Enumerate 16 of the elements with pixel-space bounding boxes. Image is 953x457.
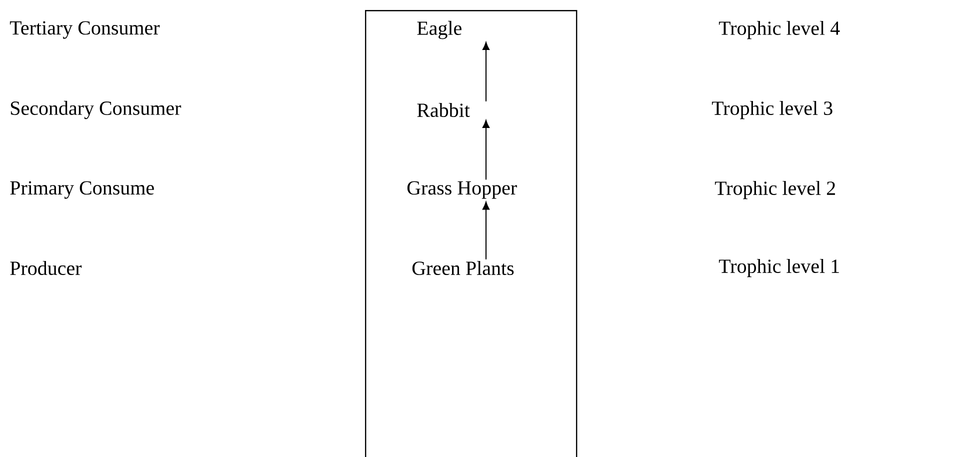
arrow (482, 42, 490, 102)
arrow (482, 202, 490, 260)
level-label: Tertiary Consumer (10, 21, 160, 39)
level-label: Primary Consume (10, 181, 154, 199)
trophic-level-label: Trophic level 2 (714, 180, 835, 200)
level-label: Producer (10, 260, 82, 276)
trophic-level-label: Trophic level 3 (712, 100, 832, 120)
trophic-level-label: Trophic level 1 (718, 258, 839, 278)
trophic-level-label: Trophic level 4 (718, 20, 840, 40)
frame-box (365, 10, 578, 457)
organism-label: Green Plants (412, 260, 514, 276)
arrow (482, 120, 490, 180)
level-label: Secondary Consumer (10, 100, 182, 120)
organism-label: Eagle (417, 20, 462, 40)
organism-label: Rabbit (417, 102, 470, 118)
organism-label: Grass Hopper (407, 181, 517, 199)
